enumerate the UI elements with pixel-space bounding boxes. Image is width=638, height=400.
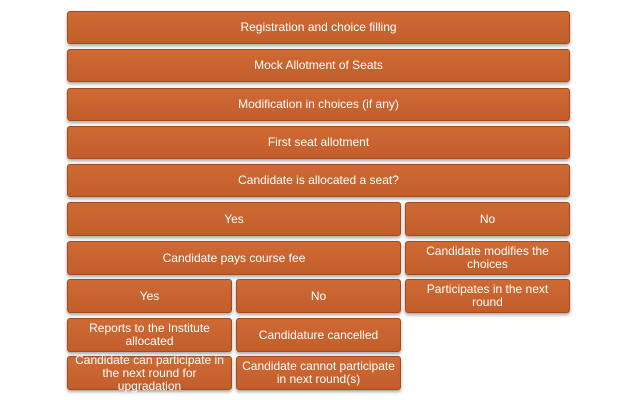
can-participate-label: Candidate can participate in the next ro…	[75, 352, 224, 393]
registration-box: Registration and choice filling	[67, 11, 570, 44]
allocated-no-box: No	[405, 202, 570, 236]
cancelled-label: Candidature cancelled	[258, 327, 379, 342]
allocated-no-label: No	[479, 211, 496, 226]
reports-box: Reports to the Institute allocated	[67, 318, 232, 352]
can-participate-box: Candidate can participate in the next ro…	[67, 352, 232, 393]
registration-label: Registration and choice filling	[240, 20, 397, 34]
first-allotment-label: First seat allotment	[267, 135, 370, 149]
fee-yes-box: Yes	[67, 279, 232, 313]
next-round-box: Participates in the next round	[405, 279, 570, 313]
allocated-question-box: Candidate is allocated a seat?	[67, 164, 570, 197]
modifies-choices-label: Candidate modifies the choices	[426, 244, 549, 271]
mock-allotment-label: Mock Allotment of Seats	[254, 58, 383, 72]
fee-no-label: No	[310, 288, 327, 303]
fee-no-box: No	[236, 279, 401, 313]
first-allotment-box: First seat allotment	[67, 126, 570, 159]
allocated-yes-label: Yes	[224, 211, 244, 226]
pays-fee-box: Candidate pays course fee	[67, 241, 401, 275]
cannot-participate-box: Candidate cannot participate in next rou…	[236, 356, 401, 390]
allocated-yes-box: Yes	[67, 202, 401, 236]
allocated-question-label: Candidate is allocated a seat?	[238, 173, 399, 187]
pays-fee-label: Candidate pays course fee	[162, 250, 306, 265]
modification-box: Modification in choices (if any)	[67, 88, 570, 121]
mock-allotment-box: Mock Allotment of Seats	[67, 49, 570, 82]
next-round-label: Participates in the next round	[426, 282, 549, 309]
reports-label: Reports to the Institute allocated	[89, 321, 210, 348]
cancelled-box: Candidature cancelled	[236, 318, 401, 352]
modifies-choices-box: Candidate modifies the choices	[405, 241, 570, 275]
fee-yes-label: Yes	[139, 288, 160, 303]
cannot-participate-label: Candidate cannot participate in next rou…	[242, 359, 395, 386]
modification-label: Modification in choices (if any)	[238, 97, 399, 111]
